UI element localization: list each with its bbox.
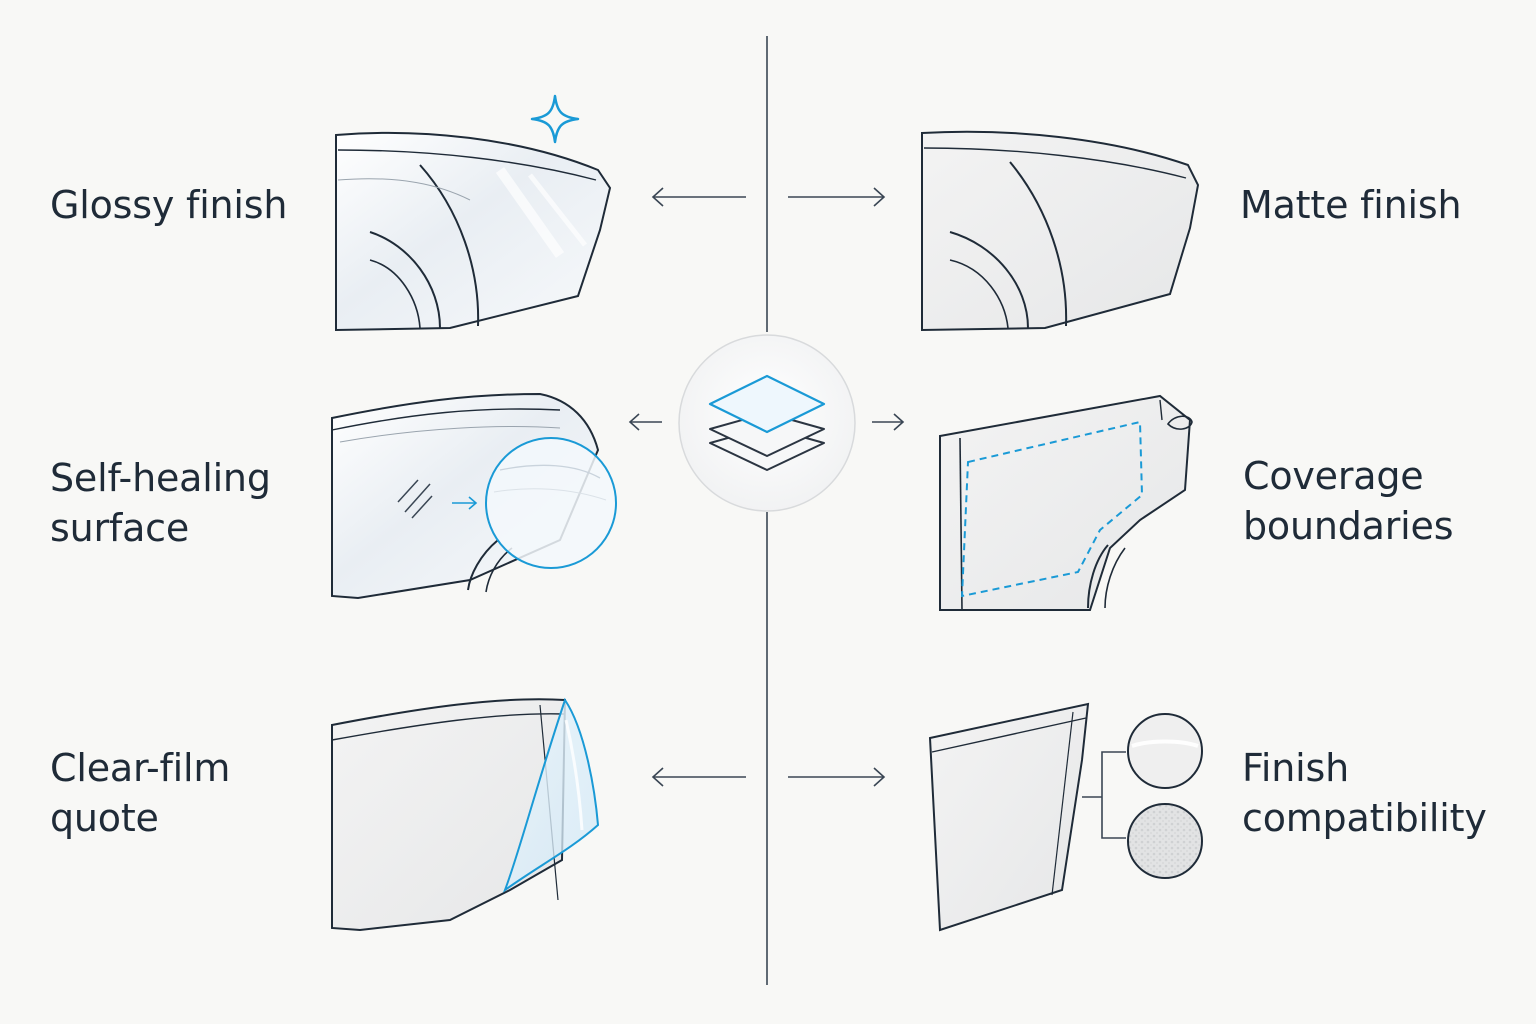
center-hub [678, 334, 856, 512]
label-clear-film-quote: Clear-film quote [50, 743, 230, 843]
label-line: compatibility [1242, 796, 1487, 840]
label-line: Self-healing [50, 456, 271, 500]
heal-arrow-icon [452, 496, 478, 510]
label-line: surface [50, 506, 190, 550]
arrow-to-glossy [651, 187, 746, 207]
coverage-boundary [960, 420, 1144, 598]
self-healing-panel-illustration [331, 392, 617, 600]
label-line: Clear-film [50, 746, 231, 790]
matte-panel-illustration [921, 130, 1200, 332]
sparkle-icon [530, 94, 580, 144]
scratch-marks [397, 479, 433, 519]
compatibility-bracket [1082, 751, 1126, 839]
magnifier-circle [485, 437, 617, 569]
stacked-layers-icon [708, 374, 826, 471]
label-line: boundaries [1243, 504, 1454, 548]
label-line: Glossy finish [50, 183, 288, 227]
label-self-healing-surface: Self-healing surface [50, 453, 271, 553]
textured-finish-swatch [1127, 803, 1203, 879]
label-line: Matte finish [1240, 183, 1462, 227]
smooth-finish-swatch [1127, 713, 1203, 789]
label-line: quote [50, 796, 159, 840]
arrow-to-matte [788, 187, 886, 207]
label-glossy-finish: Glossy finish [50, 180, 287, 230]
compatibility-panel-illustration [928, 702, 1203, 932]
arrow-to-compatibility [788, 767, 886, 787]
label-coverage-boundaries: Coverage boundaries [1243, 451, 1454, 551]
label-line: Coverage [1243, 454, 1424, 498]
arrow-to-coverage [872, 413, 905, 431]
label-finish-compatibility: Finish compatibility [1242, 743, 1487, 843]
glossy-panel-illustration [335, 131, 612, 332]
peeling-film [502, 697, 600, 893]
door-handle [1166, 415, 1193, 430]
arrow-to-clear-film [651, 767, 746, 787]
arrow-to-self-healing [628, 413, 662, 431]
clear-film-panel-illustration [331, 697, 600, 932]
coverage-panel-illustration [939, 394, 1193, 611]
label-matte-finish: Matte finish [1240, 180, 1462, 230]
label-line: Finish [1242, 746, 1349, 790]
